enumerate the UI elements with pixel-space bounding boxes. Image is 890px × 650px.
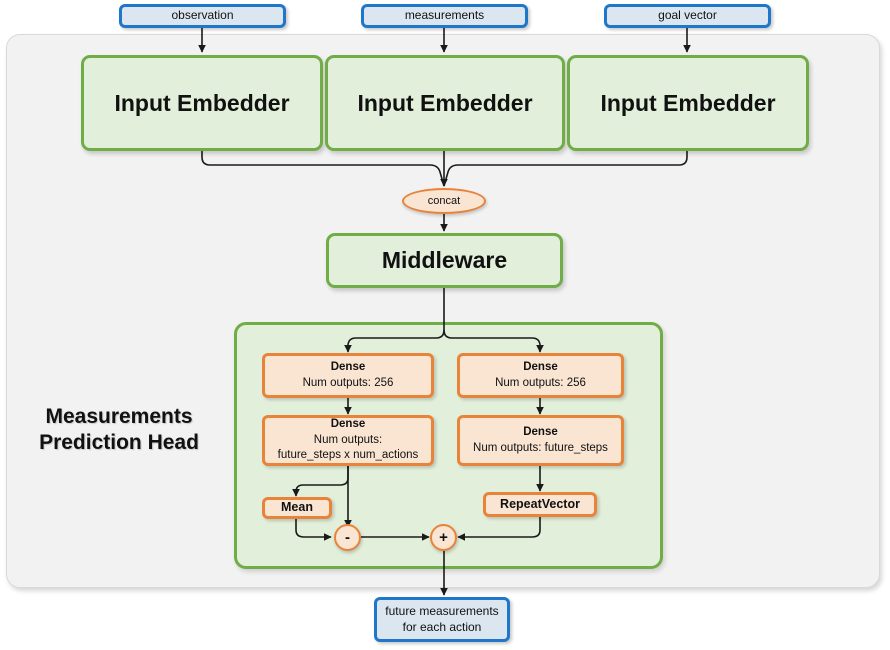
subtract-operator-label: - [345, 529, 350, 546]
dense-right-2[interactable]: Dense Num outputs: future_steps [457, 415, 624, 466]
dense-left-2[interactable]: Dense Num outputs: future_steps x num_ac… [262, 415, 434, 466]
dense-left-1-subtitle: Num outputs: 256 [302, 376, 394, 389]
input-embedder-2-label: Input Embedder [357, 89, 533, 116]
dense-right-1-subtitle: Num outputs: 256 [495, 376, 586, 389]
dense-left-2-subtitle-1: Num outputs: [313, 433, 383, 446]
dense-left-1[interactable]: Dense Num outputs: 256 [262, 353, 434, 398]
input-embedder-1-label: Input Embedder [114, 89, 290, 116]
input-observation[interactable]: observation [119, 4, 286, 28]
add-operator[interactable]: + [430, 524, 457, 551]
head-label-line-2: Prediction Head [39, 431, 199, 455]
repeatvector-node[interactable]: RepeatVector [483, 492, 597, 517]
dense-right-1-title: Dense [523, 360, 558, 373]
input-goal-vector-label: goal vector [658, 8, 717, 23]
input-embedder-3[interactable]: Input Embedder [567, 55, 809, 151]
dense-right-2-subtitle: Num outputs: future_steps [473, 441, 608, 454]
output-future-measurements[interactable]: future measurements for each action [374, 597, 510, 642]
input-embedder-1[interactable]: Input Embedder [81, 55, 323, 151]
head-label-line-1: Measurements [45, 405, 193, 428]
input-measurements-label: measurements [404, 8, 485, 23]
dense-left-2-title: Dense [330, 417, 366, 430]
input-measurements[interactable]: measurements [361, 4, 528, 28]
output-line-1: future measurements [385, 603, 499, 618]
mean-node[interactable]: Mean [262, 497, 332, 519]
repeatvector-label: RepeatVector [500, 496, 580, 511]
concat-node[interactable]: concat [402, 188, 486, 214]
middleware-node[interactable]: Middleware [326, 233, 563, 288]
input-embedder-3-label: Input Embedder [600, 89, 776, 116]
input-goal-vector[interactable]: goal vector [604, 4, 771, 28]
middleware-label: Middleware [381, 247, 508, 273]
output-line-2: for each action [402, 619, 482, 634]
measurements-prediction-head-label: Measurements Prediction Head [14, 404, 224, 456]
add-operator-label: + [439, 529, 448, 546]
dense-left-1-title: Dense [330, 360, 366, 373]
dense-right-1[interactable]: Dense Num outputs: 256 [457, 353, 624, 398]
dense-left-2-subtitle-2: future_steps x num_actions [277, 449, 419, 462]
input-embedder-2[interactable]: Input Embedder [325, 55, 565, 151]
concat-label: concat [427, 195, 461, 207]
input-observation-label: observation [171, 8, 234, 23]
subtract-operator[interactable]: - [334, 524, 361, 551]
mean-label: Mean [281, 500, 313, 515]
dense-right-2-title: Dense [523, 425, 558, 438]
